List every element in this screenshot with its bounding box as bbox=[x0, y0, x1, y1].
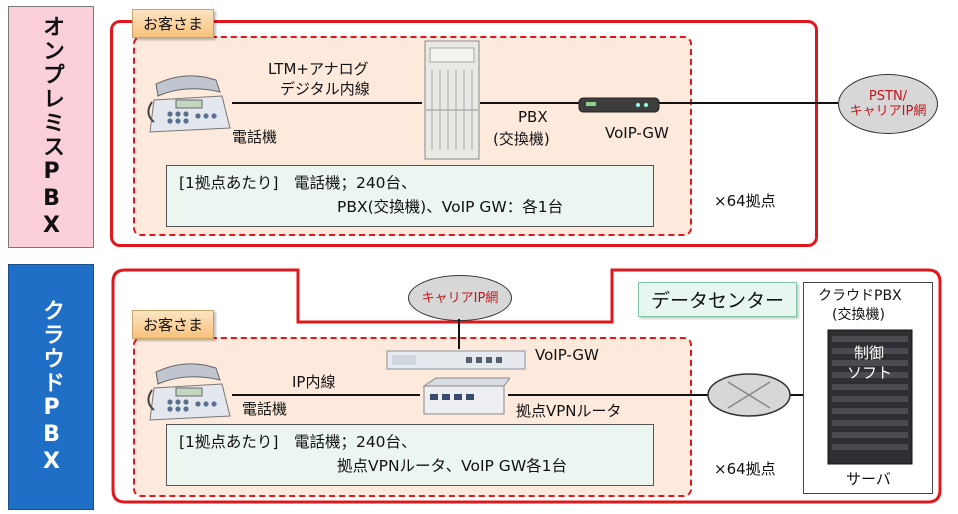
telephone-icon bbox=[147, 363, 231, 421]
telephone-icon bbox=[147, 75, 231, 133]
cloud-info-line-2: 拠点VPNルータ、VoIP GW各1台 bbox=[337, 457, 568, 475]
onprem-pbx-label-1: PBX bbox=[518, 108, 548, 126]
cloud-pbx-label-1: クラウドPBX bbox=[818, 288, 902, 304]
carrier-ip-network: キャリアIP網 bbox=[408, 275, 512, 321]
cloud-side-label-box: クラウドPBX bbox=[8, 264, 94, 510]
cloud-info-box: [1拠点あたり] 電話機；240台、 拠点VPNルータ、VoIP GW各1台 bbox=[166, 424, 654, 486]
cloud-sites-count: ×64拠点 bbox=[714, 460, 776, 478]
pstn-carrier-network: PSTN/ キャリアIP網 bbox=[838, 74, 938, 134]
voip-gateway-icon bbox=[578, 97, 660, 113]
carrier-gw-line bbox=[458, 319, 460, 349]
onprem-customer-tag: お客さま bbox=[132, 9, 215, 38]
cloud-phone-router-line bbox=[232, 394, 420, 396]
cloud-voip-gw-label: VoIP-GW bbox=[535, 346, 599, 364]
onprem-gw-network-line bbox=[658, 102, 838, 104]
cloud-router-wan-line bbox=[508, 394, 708, 396]
onprem-line-label-2: デジタル内線 bbox=[280, 80, 370, 98]
cloud-router-label: 拠点VPNルータ bbox=[516, 402, 622, 420]
onprem-side-label-box: オンプレミスPBX bbox=[8, 6, 94, 248]
onprem-outer-frame bbox=[110, 20, 818, 247]
onprem-pbx-gw-line bbox=[480, 102, 580, 104]
onprem-network-label-2: キャリアIP網 bbox=[849, 104, 927, 119]
voip-gateway-icon bbox=[386, 350, 526, 370]
onprem-phone-label: 電話機 bbox=[232, 128, 278, 146]
pbx-cabinet-icon bbox=[424, 40, 480, 160]
cloud-line-label: IP内線 bbox=[292, 373, 336, 391]
cloud-info-line-1: [1拠点あたり] 電話機；240台、 bbox=[179, 433, 417, 451]
cloud-phone-label: 電話機 bbox=[242, 400, 288, 418]
onprem-info-line-1: [1拠点あたり] 電話機；240台、 bbox=[179, 174, 417, 192]
onprem-line-label-1: LTM+アナログ bbox=[268, 60, 369, 78]
onprem-side-label: オンプレミスPBX bbox=[39, 14, 64, 240]
datacenter-label: データセンター bbox=[638, 282, 798, 317]
vpn-router-icon bbox=[422, 377, 510, 415]
onprem-voip-gw-label: VoIP-GW bbox=[605, 124, 669, 142]
onprem-network-label-1: PSTN/ bbox=[868, 89, 908, 104]
wan-network-icon bbox=[707, 373, 791, 417]
cloud-carrier-label: キャリアIP網 bbox=[421, 290, 499, 306]
cloud-side-label: クラウドPBX bbox=[39, 298, 64, 476]
onprem-info-line-2: PBX(交換機)、VoIP GW：各1台 bbox=[337, 198, 564, 216]
onprem-phone-pbx-line bbox=[232, 102, 422, 104]
cloud-customer-tag: お客さま bbox=[132, 310, 215, 339]
server-rack-icon bbox=[827, 329, 913, 465]
onprem-info-box: [1拠点あたり] 電話機；240台、 PBX(交換機)、VoIP GW：各1台 bbox=[166, 165, 654, 227]
server-label-2: ソフト bbox=[847, 364, 893, 382]
onprem-pbx-label-2: (交換機) bbox=[493, 130, 550, 148]
cloud-pbx-label-2: (交換機) bbox=[832, 307, 885, 323]
server-caption: サーバ bbox=[846, 470, 891, 488]
server-label-1: 制御 bbox=[854, 344, 885, 362]
onprem-sites-count: ×64拠点 bbox=[714, 192, 776, 210]
